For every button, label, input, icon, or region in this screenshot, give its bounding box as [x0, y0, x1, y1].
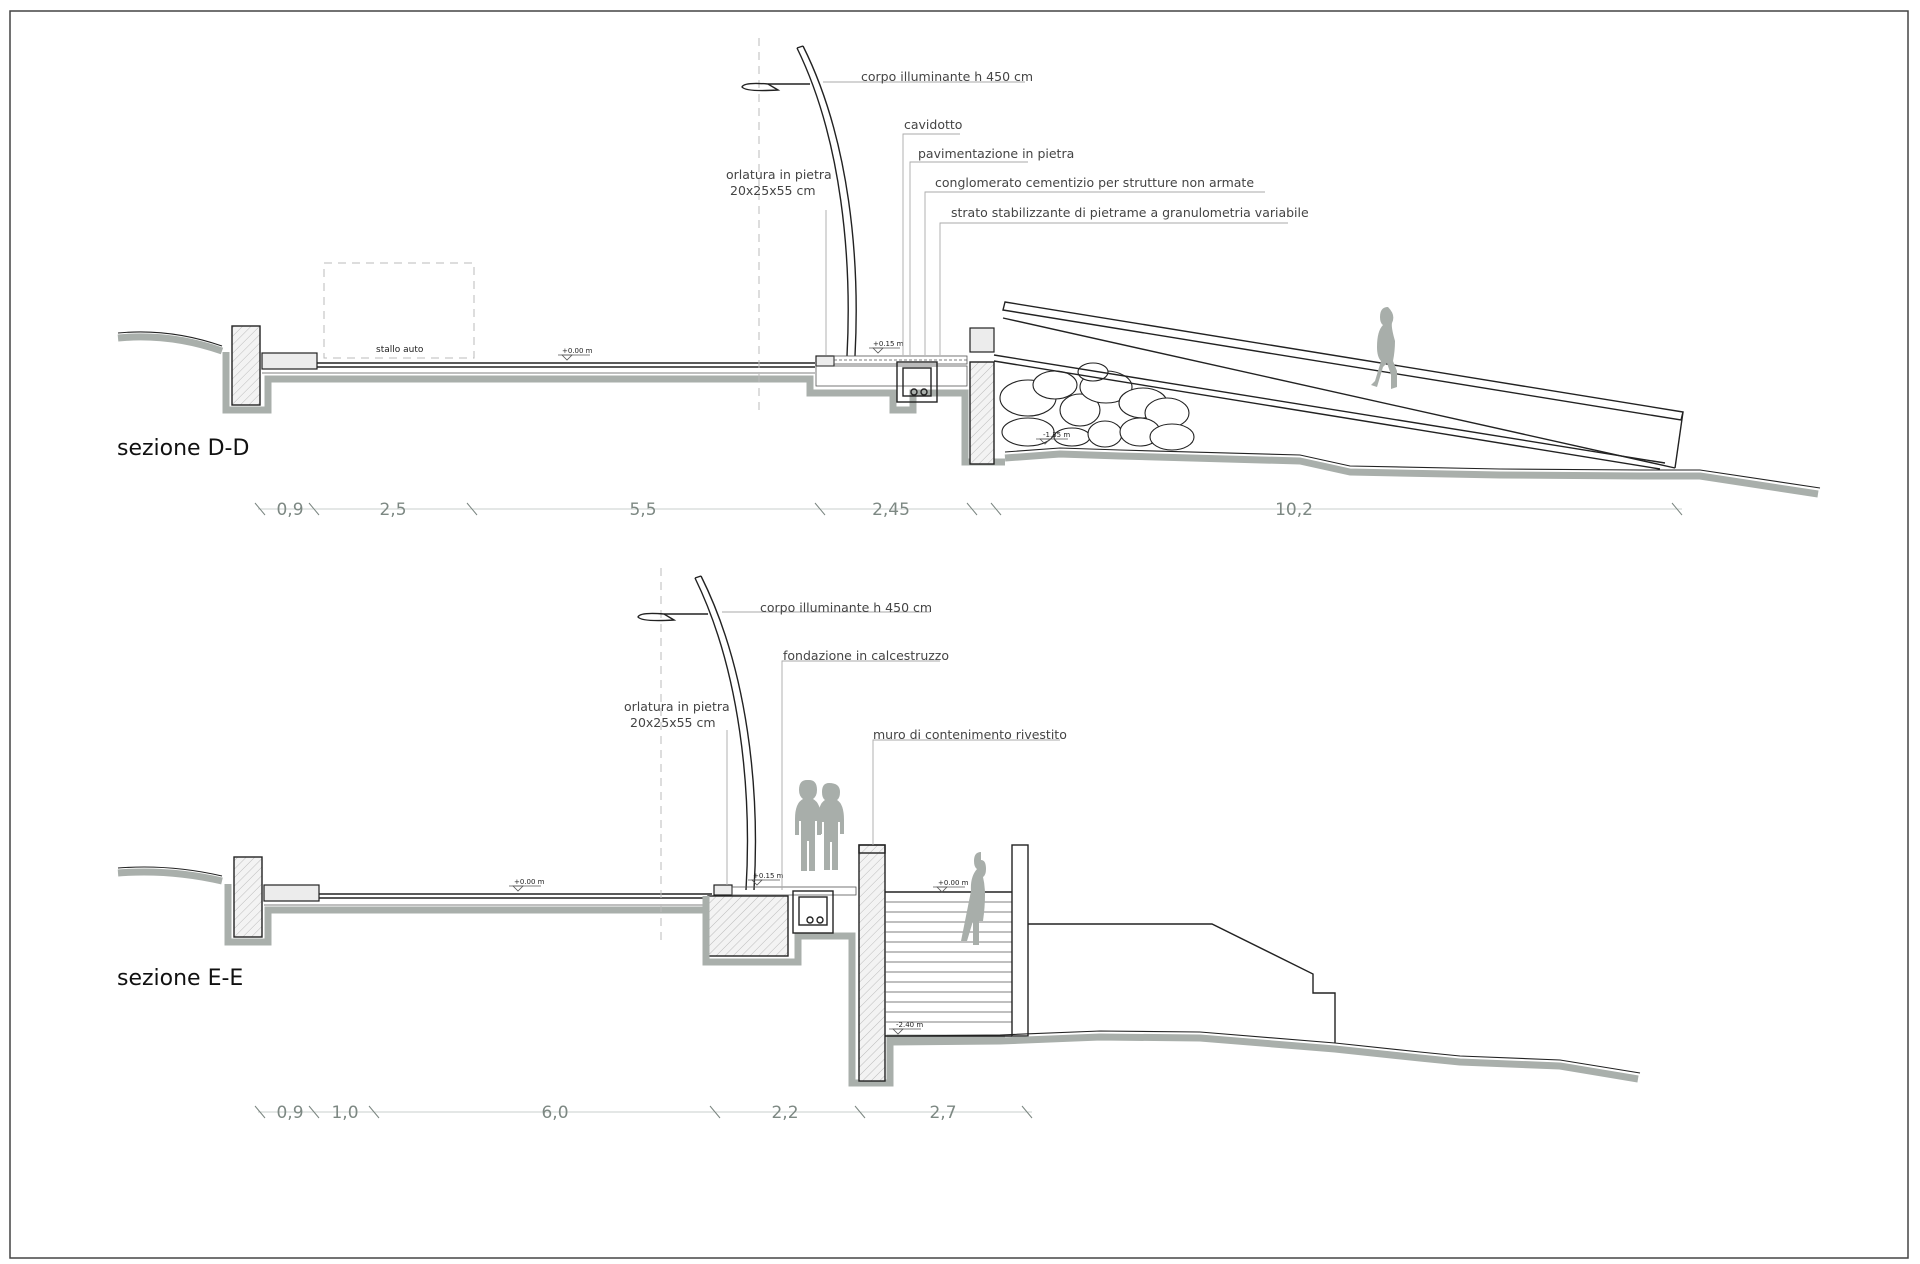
ee-concrete-foundation: [707, 895, 789, 957]
dd-terrain-left-fill: [117, 333, 224, 355]
dd-sidewalk-curb: [815, 355, 835, 367]
dd-leaders: [823, 81, 1288, 355]
dd-ramp: [993, 301, 1684, 470]
dd-right-post-top: [969, 327, 995, 353]
street-lamp-icon: [637, 575, 757, 891]
dd-paving-label: pavimentazione in pietra: [918, 146, 1074, 161]
level-marker-icon: [509, 885, 541, 892]
dd-curb-label-1: orlatura in pietra: [726, 167, 832, 182]
ee-foundation-outline: [224, 884, 706, 946]
dd-dimension-ticks: [254, 502, 1683, 516]
sheet-border: [9, 10, 1909, 1259]
ee-conduit-box: [792, 890, 834, 934]
dd-dim-3: 2,45: [872, 500, 910, 520]
ee-sidewalk-curb: [713, 884, 733, 896]
dd-right-retaining-wall: [969, 361, 995, 465]
ee-level-3: -2.40 m: [896, 1021, 923, 1029]
ee-left-curb: [233, 856, 263, 938]
ee-level-2: +0.00 m: [938, 879, 969, 887]
dd-conduit-box: [896, 361, 938, 403]
dd-lamp-label: corpo illuminante h 450 cm: [861, 69, 1033, 84]
dd-concrete-label: conglomerato cementizio per strutture no…: [935, 175, 1254, 190]
ee-lamp-label: corpo illuminante h 450 cm: [760, 600, 932, 615]
ee-retaining-wall-cap: [858, 844, 886, 854]
dd-level-2: -1.35 m: [1043, 431, 1070, 439]
ee-dim-2: 6,0: [541, 1103, 568, 1123]
dd-left-slab: [261, 352, 318, 370]
ee-level-0: +0.00 m: [514, 878, 545, 886]
dd-stabilizing-label: strato stabilizzante di pietrame a granu…: [951, 205, 1309, 220]
level-marker-icon: [558, 354, 590, 361]
dd-sidewalk-base: [815, 365, 968, 387]
ee-level-1: +0.15 m: [753, 872, 784, 880]
dd-dim-1: 2,5: [379, 500, 406, 520]
section-ee: +0.00 m +0.15 m +0.00 m -2.40 m corpo il…: [117, 568, 1641, 1123]
ee-terrain-right: [889, 1030, 1641, 1074]
dd-dim-0: 0,9: [276, 500, 303, 520]
level-marker-icon: [933, 886, 965, 893]
ee-sidewalk-paving: [731, 886, 857, 896]
ee-dim-4: 2,7: [929, 1103, 956, 1123]
dd-dim-4: 10,2: [1275, 500, 1313, 520]
ee-leaders: [722, 611, 1060, 890]
ee-terrace-outline: [1028, 923, 1336, 1043]
ee-curb-label-2: 20x25x55 cm: [630, 715, 716, 730]
dd-parking-label: stallo auto: [376, 345, 424, 355]
dd-level-0: +0.00 m: [562, 347, 593, 355]
dd-foundation-outline: [222, 352, 1005, 466]
dd-conduit-label: cavidotto: [904, 117, 962, 132]
ee-title: sezione E-E: [117, 966, 243, 991]
ee-dim-0: 0,9: [276, 1103, 303, 1123]
dd-terrain-right-fill: [1004, 450, 1819, 498]
ee-left-slab: [263, 884, 320, 902]
level-marker-icon: [1036, 438, 1068, 445]
dd-level-1: +0.15 m: [873, 340, 904, 348]
dd-title: sezione D-D: [117, 436, 249, 461]
ee-foundation-label: fondazione in calcestruzzo: [783, 648, 949, 663]
ee-foundation-grey: [702, 896, 1005, 1087]
person-silhouette-icon: [818, 783, 844, 870]
street-lamp-icon: [741, 45, 857, 357]
dd-parking-stall: [323, 262, 475, 359]
level-marker-icon: [889, 1028, 921, 1035]
section-dd: stallo auto: [117, 38, 1821, 520]
ee-dimension-ticks: [254, 1105, 1033, 1119]
ee-retaining-wall-label: muro di contenimento rivestito: [873, 727, 1067, 742]
dd-terrain-left: [117, 331, 223, 347]
ee-terrain-right-fill: [889, 1033, 1639, 1083]
ee-terrain-left-fill: [117, 868, 223, 885]
dd-rock-fill: [999, 362, 1195, 451]
dd-left-curb: [231, 325, 261, 406]
dd-terrain-right: [1004, 447, 1821, 489]
dd-dim-2: 5,5: [629, 500, 656, 520]
dd-curb-label-2: 20x25x55 cm: [730, 183, 816, 198]
ee-curb-label-1: orlatura in pietra: [624, 699, 730, 714]
ee-dim-1: 1,0: [331, 1103, 358, 1123]
ee-terrain-left: [117, 866, 223, 877]
ee-retaining-wall: [858, 844, 886, 1082]
level-marker-icon: [748, 879, 780, 886]
ee-dim-3: 2,2: [771, 1103, 798, 1123]
person-silhouette-icon: [795, 780, 821, 871]
level-marker-icon: [869, 347, 900, 354]
person-silhouette-icon: [1371, 307, 1397, 389]
ee-staircase: [885, 844, 1029, 1037]
person-silhouette-icon: [961, 852, 986, 945]
